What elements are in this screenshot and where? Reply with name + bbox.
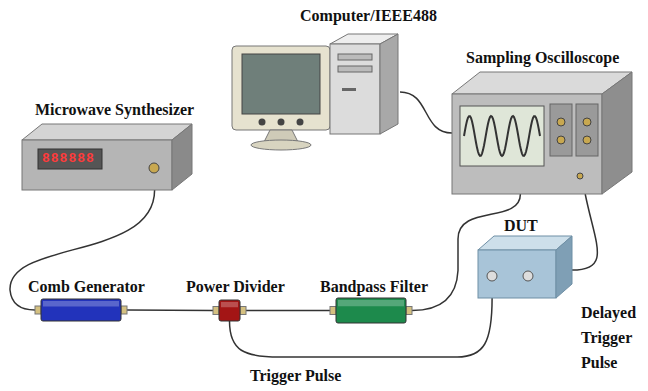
- power-divider-box: Power Divider: [213, 300, 246, 321]
- scope-screen: [460, 106, 544, 166]
- output-connector: [149, 163, 159, 173]
- input-connector: [557, 136, 565, 144]
- sma-connector: [213, 307, 219, 315]
- body-highlight: [43, 301, 119, 307]
- bandpass-filter-box: Bandpass Filter: [330, 298, 412, 323]
- floppy-slot: [342, 88, 356, 91]
- oscilloscope-icon: Sampling Oscilloscope: [452, 72, 632, 194]
- synth-front: [22, 140, 172, 190]
- trigger-connector: [577, 173, 583, 179]
- sine-trace: [464, 116, 540, 156]
- comb-generator-box: Comb Generator: [35, 299, 127, 321]
- tower-side: [380, 34, 398, 134]
- sma-connector: [35, 306, 41, 314]
- drive-bay: [338, 54, 372, 60]
- power-divider-box-art: [213, 300, 246, 321]
- device-label: Microwave Synthesizer: [35, 100, 194, 119]
- device-label: Comb Generator: [28, 277, 145, 296]
- display-window: [38, 149, 102, 169]
- sma-connector: [406, 307, 412, 315]
- signal-label: Trigger Pulse: [250, 366, 341, 385]
- signal-label: Delayed Trigger Pulse: [581, 300, 645, 375]
- body-highlight: [221, 302, 238, 307]
- synth-top: [22, 124, 192, 140]
- input-panel: [576, 104, 598, 156]
- device-label: Power Divider: [186, 277, 285, 296]
- scope-top: [452, 72, 632, 94]
- device-label: DUT: [504, 216, 538, 235]
- sma-connector: [330, 307, 336, 315]
- comb-generator-box-art: [35, 299, 127, 321]
- monitor-case: [232, 46, 330, 130]
- input-panel: [550, 104, 572, 156]
- cable: [400, 92, 452, 133]
- cable: [246, 310, 330, 312]
- drive-bay: [338, 66, 372, 72]
- monitor-screen: [242, 54, 320, 114]
- display-digits: 888888: [42, 151, 95, 167]
- monitor-button: [278, 119, 285, 126]
- cable: [127, 309, 213, 311]
- cable: [10, 190, 155, 310]
- input-connector: [557, 118, 565, 126]
- dut-side: [556, 236, 572, 298]
- dut-port: [523, 271, 533, 281]
- dut-front: [478, 250, 556, 298]
- tower-front: [330, 44, 380, 134]
- component-body: [219, 300, 240, 321]
- dut-box: DUT: [478, 236, 572, 298]
- dut-port: [487, 271, 497, 281]
- monitor-button: [259, 119, 266, 126]
- synth-side: [172, 124, 192, 190]
- bandpass-filter-box-art: [330, 298, 412, 323]
- computer-icon-art: [230, 32, 400, 152]
- scope-side: [602, 72, 632, 194]
- device-label: Bandpass Filter: [320, 277, 428, 296]
- oscilloscope-icon-art: [452, 72, 632, 194]
- dut-box-art: [478, 236, 572, 298]
- component-body: [336, 298, 406, 323]
- component-body: [41, 299, 121, 321]
- input-connector: [583, 136, 591, 144]
- cable: [572, 194, 597, 270]
- scope-front: [452, 94, 602, 194]
- sma-connector: [240, 307, 246, 315]
- monitor-button: [297, 119, 304, 126]
- input-connector: [583, 118, 591, 126]
- device-label: Computer/IEEE488: [300, 6, 437, 25]
- computer-icon: Computer/IEEE488: [230, 32, 400, 152]
- sma-connector: [121, 306, 127, 314]
- synthesizer-icon: Microwave Synthesizer888888: [22, 124, 192, 190]
- body-highlight: [338, 300, 404, 306]
- monitor-base: [251, 140, 311, 150]
- device-label: Sampling Oscilloscope: [466, 48, 619, 67]
- cable: [230, 298, 493, 357]
